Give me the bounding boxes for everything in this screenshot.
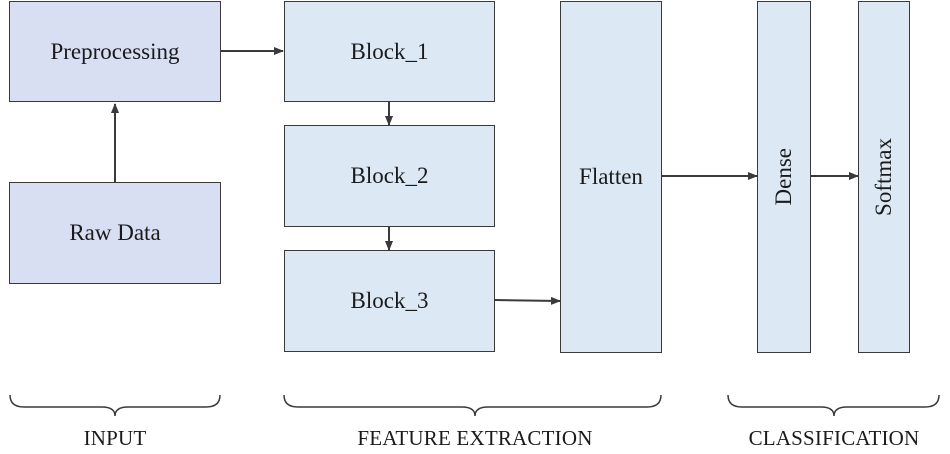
block-3-label: Block_3 (350, 288, 429, 313)
block-3-node: Block_3 (284, 250, 495, 352)
block-2-node: Block_2 (284, 125, 495, 227)
arrow-block3-to-flatten (494, 296, 561, 305)
classification-group-label: CLASSIFICATION (748, 426, 920, 450)
dense-node: Dense (757, 1, 811, 353)
preprocessing-node: Preprocessing (9, 1, 221, 102)
preprocessing-label: Preprocessing (50, 38, 180, 64)
dense-label: Dense (771, 148, 796, 206)
flatten-node: Flatten (560, 1, 662, 353)
block-1-node: Block_1 (284, 1, 495, 102)
raw-data-node: Raw Data (9, 182, 221, 284)
softmax-node: Softmax (858, 1, 910, 353)
feature-extraction-group-brace (283, 394, 662, 417)
softmax-label: Softmax (871, 138, 896, 216)
feature-extraction-group-label: FEATURE EXTRACTION (357, 426, 593, 450)
input-group-brace (9, 394, 221, 417)
input-group-label: INPUT (83, 426, 147, 450)
block-1-label: Block_1 (350, 38, 429, 64)
flatten-label: Flatten (579, 164, 643, 189)
classification-group-brace (727, 394, 940, 417)
block-2-label: Block_2 (350, 163, 429, 188)
raw-data-label: Raw Data (69, 220, 161, 245)
